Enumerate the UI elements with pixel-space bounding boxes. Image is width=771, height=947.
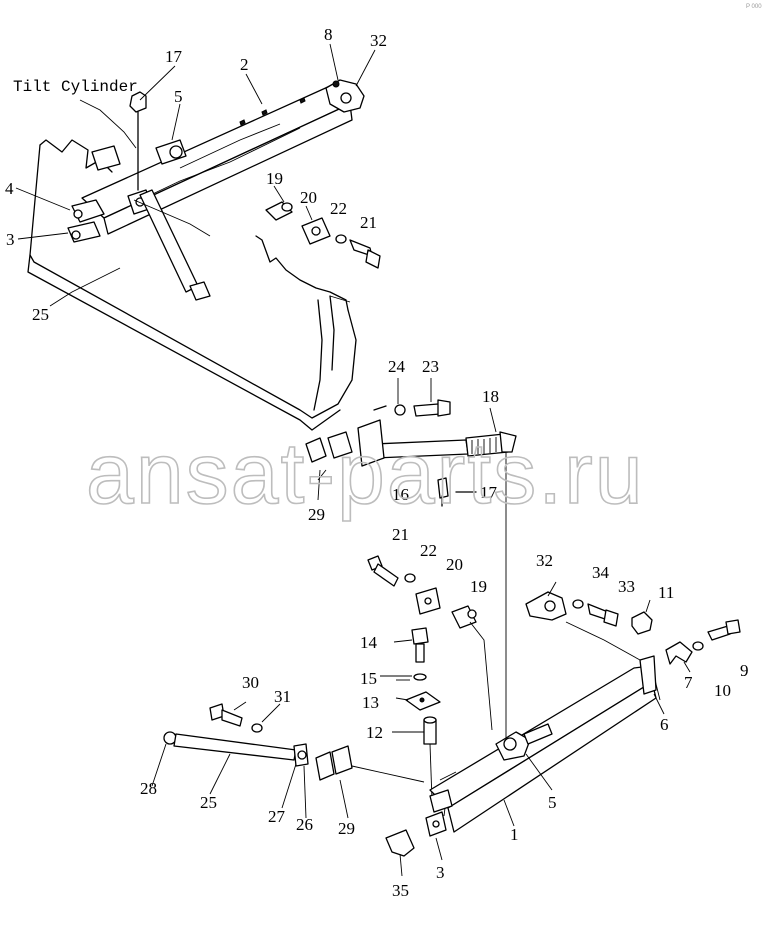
callout-29: 29 (308, 505, 325, 524)
callout-35: 35 (392, 881, 409, 900)
clamp-7 (665, 641, 693, 665)
callout-23: 23 (422, 357, 439, 376)
callout-17b: 17 (480, 483, 498, 502)
callout-20: 20 (300, 188, 317, 207)
callout-19b: 19 (470, 577, 487, 596)
callout-3: 3 (6, 230, 15, 249)
arm-1 (425, 655, 657, 837)
corner-mark: P 000 (746, 4, 762, 10)
plates-29-low (315, 745, 425, 783)
callout-25b: 25 (200, 793, 217, 812)
callout-8: 8 (324, 25, 333, 44)
watermark: ansat-parts.ru (86, 426, 645, 522)
callout-33: 33 (618, 577, 635, 596)
callout-15: 15 (360, 669, 377, 688)
callout-12: 12 (366, 723, 383, 742)
cylinder-mount-5-low (495, 723, 553, 761)
callout-2: 2 (240, 55, 249, 74)
callout-28: 28 (140, 779, 157, 798)
callout-32b: 32 (536, 551, 553, 570)
blade (27, 139, 357, 431)
bracket-32-low (525, 591, 567, 621)
bolt-14 (411, 627, 429, 663)
washer-22-low (404, 573, 416, 583)
callout-11: 11 (658, 583, 674, 602)
leader-lines-top (15, 43, 376, 307)
callout-14: 14 (360, 633, 378, 652)
callout-4: 4 (5, 179, 14, 198)
callout-20b: 20 (446, 555, 463, 574)
callout-6: 6 (660, 715, 669, 734)
grease-fitting-16-17 (437, 477, 477, 507)
plate-20-low (415, 587, 441, 615)
tilt-cylinder-label: Tilt Cylinder (13, 78, 138, 96)
pin-19-top (265, 201, 293, 221)
callout-5: 5 (174, 87, 183, 106)
washer-10 (692, 641, 704, 651)
cylinder-25-low (163, 731, 309, 767)
callout-22: 22 (330, 199, 347, 218)
bolt-23 (413, 399, 451, 417)
callout-34: 34 (592, 563, 610, 582)
washer-24 (394, 404, 406, 416)
pin-19-low (451, 605, 493, 731)
callout-21b: 21 (392, 525, 409, 544)
callout-16: 16 (392, 485, 409, 504)
callout-5b: 5 (548, 793, 557, 812)
plate-20-top (301, 217, 331, 245)
callout-19: 19 (266, 169, 283, 188)
callout-24: 24 (388, 357, 406, 376)
callout-29b: 29 (338, 819, 355, 838)
bracket-8-32-top (325, 79, 365, 113)
plates-29-mid (305, 431, 353, 463)
callout-13: 13 (362, 693, 379, 712)
pin-12 (423, 716, 437, 801)
callout-9: 9 (740, 661, 749, 680)
washer-22-top (335, 234, 347, 244)
callout-7: 7 (684, 673, 693, 692)
callout-30: 30 (242, 673, 259, 692)
callout-1: 1 (510, 825, 519, 844)
callout-25: 25 (32, 305, 49, 324)
tilt-cylinder-top (91, 91, 211, 301)
callout-26: 26 (296, 815, 313, 834)
washer-15 (413, 673, 427, 681)
leader-lines-bottom (151, 639, 665, 877)
callout-21: 21 (360, 213, 377, 232)
bolt-21-low (367, 555, 399, 587)
bolt-21-top (349, 239, 381, 269)
callout-22b: 22 (420, 541, 437, 560)
plate-13 (405, 691, 441, 711)
nut-11 (631, 611, 653, 635)
cylinder-body-18 (357, 405, 517, 467)
callout-3b: 3 (436, 863, 445, 882)
bolt-33 (587, 603, 619, 627)
callout-27: 27 (268, 807, 286, 826)
washer-31 (251, 723, 263, 733)
callout-32: 32 (370, 31, 387, 50)
callout-31: 31 (274, 687, 291, 706)
bolt-9 (707, 619, 741, 641)
callout-labels: Tilt Cylinder 17 2 8 32 5 4 3 19 20 22 2… (5, 25, 749, 900)
leader-lines-mid (317, 378, 507, 738)
washer-34 (572, 599, 584, 609)
bolt-30 (209, 703, 243, 727)
callout-17: 17 (165, 47, 183, 66)
callout-18: 18 (482, 387, 499, 406)
callout-10: 10 (714, 681, 731, 700)
block-35 (385, 829, 415, 857)
frame-2 (81, 85, 353, 235)
